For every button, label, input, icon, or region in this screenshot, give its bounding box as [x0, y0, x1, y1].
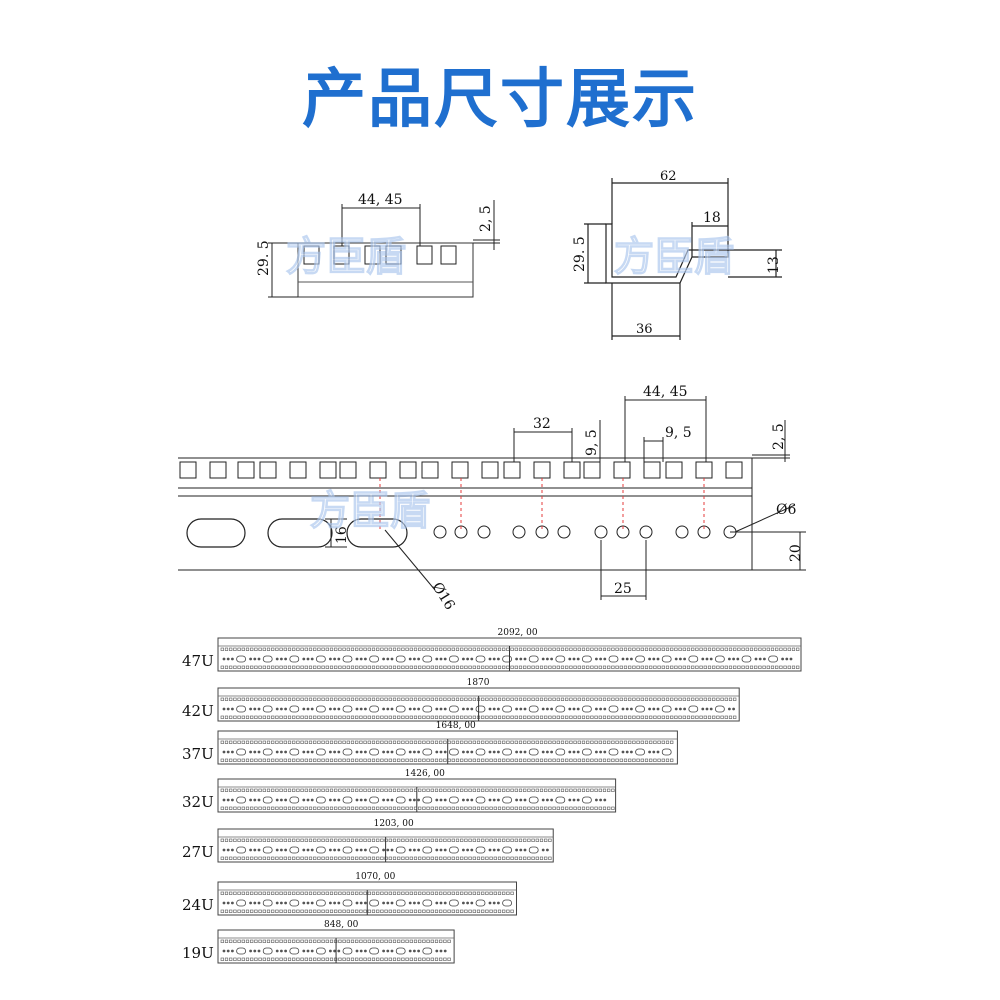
square-slot: [179, 461, 197, 479]
side-profile-view: [584, 178, 782, 340]
square-slot: [339, 461, 357, 479]
square-slot: [209, 461, 227, 479]
round-hole: [557, 525, 571, 539]
dim-rail-gap: 32: [533, 416, 551, 432]
rail-size-label: 47U: [182, 652, 214, 670]
rail-length-label: 1870: [467, 678, 490, 688]
rail-size-label: 32U: [182, 793, 214, 811]
square-slot: [369, 461, 387, 479]
rail-size-label: 27U: [182, 843, 214, 861]
page-title: 产品尺寸展示: [302, 63, 698, 137]
dim-side-lip: 18: [703, 210, 721, 226]
watermark-rail: 方臣盾: [310, 488, 430, 534]
round-hole: [512, 525, 526, 539]
dim-front-pitch: 44, 45: [358, 192, 403, 208]
rail-length-label: 848, 00: [324, 920, 359, 930]
round-hole: [675, 525, 689, 539]
rail-row: 19U 848, 00: [182, 920, 455, 964]
round-hole: [477, 525, 491, 539]
square-slot: [583, 461, 601, 479]
rail-row: 47U 2092, 00: [182, 628, 802, 672]
square-slot: [725, 461, 743, 479]
dim-rail-edge: 20: [788, 544, 804, 562]
rail-length-label: 1648, 00: [436, 721, 476, 731]
square-slot: [695, 461, 713, 479]
dim-rail-slot-b: 9, 5: [665, 425, 692, 441]
rail-square-slots: [179, 461, 743, 479]
rail-length-label: 2092, 00: [498, 628, 538, 638]
square-slot: [533, 461, 551, 479]
square-slot: [481, 461, 499, 479]
square-slot: [643, 461, 661, 479]
dim-side-height: 29. 5: [572, 236, 588, 272]
round-hole: [639, 525, 653, 539]
dim-rail-hole-spacing: 25: [614, 581, 632, 597]
rail-round-holes: [433, 525, 737, 539]
square-slot: [237, 461, 255, 479]
front-profile-view: [268, 200, 500, 298]
rail-size-label: 37U: [182, 745, 214, 763]
round-hole: [433, 525, 447, 539]
dim-rail-slot-a: 9, 5: [584, 429, 600, 456]
rail-length-label: 1203, 00: [374, 819, 414, 829]
rail-length-label: 1070, 00: [355, 872, 395, 882]
rail-size-label: 42U: [182, 702, 214, 720]
dim-front-height: 29. 5: [256, 240, 272, 276]
dim-rail-slot-height: 16: [334, 526, 350, 544]
rail-dimension-lines: [325, 396, 801, 600]
square-slot: [399, 461, 417, 479]
rail-detail-view: [178, 454, 806, 571]
square-slot: [319, 461, 337, 479]
square-slot: [665, 461, 683, 479]
rail-size-label: 19U: [182, 944, 214, 962]
square-slot: [563, 461, 581, 479]
rail-row: 37U 1648, 00: [182, 721, 678, 765]
square-slot: [259, 461, 277, 479]
rail-size-label: 24U: [182, 896, 214, 914]
rail-length-list: 47U 2092, 00 42U 1870 37U 1648, 00 32U 1426, 00…: [182, 628, 802, 964]
rail-centerlines: [379, 478, 705, 532]
dim-rail-thickness: 2, 5: [771, 423, 787, 450]
rail-row: 24U 1070, 00: [182, 872, 517, 916]
rail-row: 32U 1426, 00: [182, 769, 617, 813]
square-slot: [613, 461, 631, 479]
rail-oval-slots: [186, 518, 408, 548]
rail-row: 27U 1203, 00: [182, 819, 554, 863]
dim-rail-hole-dia: Ø6: [776, 502, 796, 518]
square-slot: [421, 461, 439, 479]
rail-row: 42U 1870: [182, 678, 740, 722]
rail-length-label: 1426, 00: [405, 769, 445, 779]
square-slot: [289, 461, 307, 479]
square-slot: [451, 461, 469, 479]
dim-side-width: 62: [660, 169, 677, 184]
dim-rail-slot-dia: Ø16: [429, 580, 458, 613]
watermark-side: 方臣盾: [614, 234, 734, 280]
watermark-front: 方臣盾: [286, 234, 406, 280]
dim-side-offset: 13: [766, 256, 782, 274]
round-hole: [594, 525, 608, 539]
dim-rail-pitch: 44, 45: [643, 384, 688, 400]
dim-side-base: 36: [636, 322, 653, 337]
dim-front-thickness: 2, 5: [478, 205, 494, 232]
square-slot: [503, 461, 521, 479]
